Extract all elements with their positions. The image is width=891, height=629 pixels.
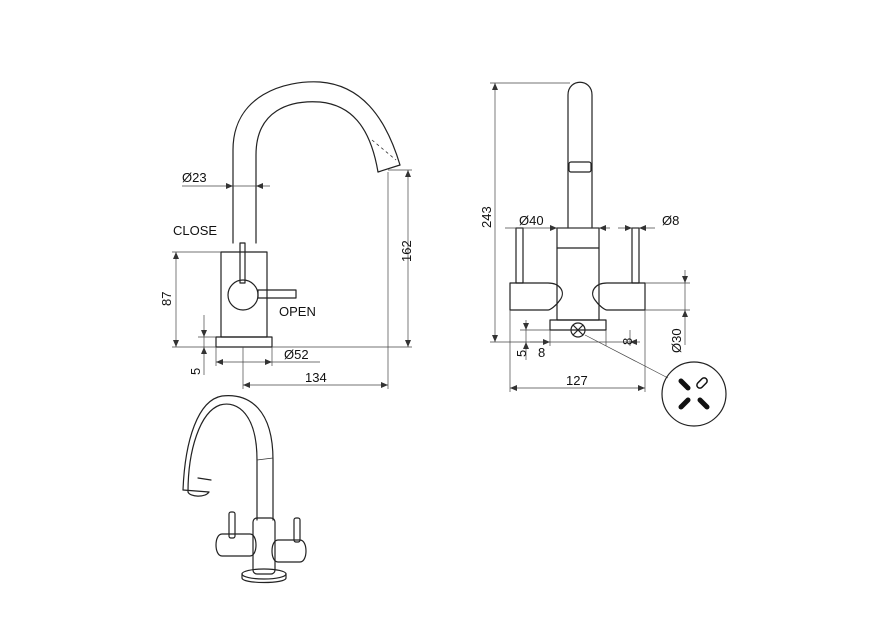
detail-cross-handle — [661, 361, 727, 427]
persp-right-lever — [293, 517, 301, 543]
side-view: Ø23 CLOSE OPEN 87 5 Ø52 162 — [159, 81, 414, 389]
perspective-view — [182, 395, 307, 584]
persp-spout-inner — [182, 395, 274, 521]
side-spout-outer — [232, 81, 401, 244]
label-d30: Ø30 — [669, 328, 684, 353]
label-162: 162 — [399, 240, 414, 262]
side-base — [215, 336, 273, 348]
side-spout-hatch — [371, 139, 397, 161]
detail-circle — [661, 361, 727, 427]
persp-left-lever — [228, 511, 236, 539]
front-bolt — [570, 322, 586, 338]
label-d40: Ø40 — [519, 213, 544, 228]
persp-left-handle — [215, 533, 257, 557]
label-87: 87 — [159, 292, 174, 306]
front-view: 243 Ø40 Ø8 Ø30 5 8 8 — [479, 81, 690, 392]
label-243: 243 — [479, 206, 494, 228]
persp-spout-outer — [187, 403, 258, 521]
label-8-left: 8 — [538, 345, 545, 360]
label-8-right: 8 — [620, 338, 635, 345]
persp-right-handle — [271, 539, 307, 563]
detail-leader — [584, 334, 669, 379]
label-close: CLOSE — [173, 223, 217, 238]
side-spout-tip — [377, 164, 401, 173]
persp-spout-tip — [182, 489, 210, 493]
front-base — [549, 319, 607, 331]
label-d52: Ø52 — [284, 347, 309, 362]
label-134: 134 — [305, 370, 327, 385]
front-right-handle — [592, 282, 646, 311]
side-handle-open — [257, 289, 297, 299]
label-127: 127 — [566, 373, 588, 388]
label-5-left: 5 — [188, 368, 203, 375]
persp-body — [252, 517, 276, 575]
side-lever-stem — [239, 242, 246, 284]
front-collar — [556, 227, 600, 249]
front-body — [556, 247, 600, 321]
front-aerator — [568, 161, 592, 173]
side-knob — [227, 279, 259, 311]
side-spout-inner — [255, 101, 379, 244]
label-5-right: 5 — [514, 350, 529, 357]
front-left-lever — [515, 227, 524, 284]
label-d23: Ø23 — [182, 170, 207, 185]
front-spout — [567, 81, 593, 229]
front-left-handle — [509, 282, 563, 311]
label-d8-top: Ø8 — [662, 213, 679, 228]
front-right-lever — [631, 227, 640, 284]
label-open: OPEN — [279, 304, 316, 319]
